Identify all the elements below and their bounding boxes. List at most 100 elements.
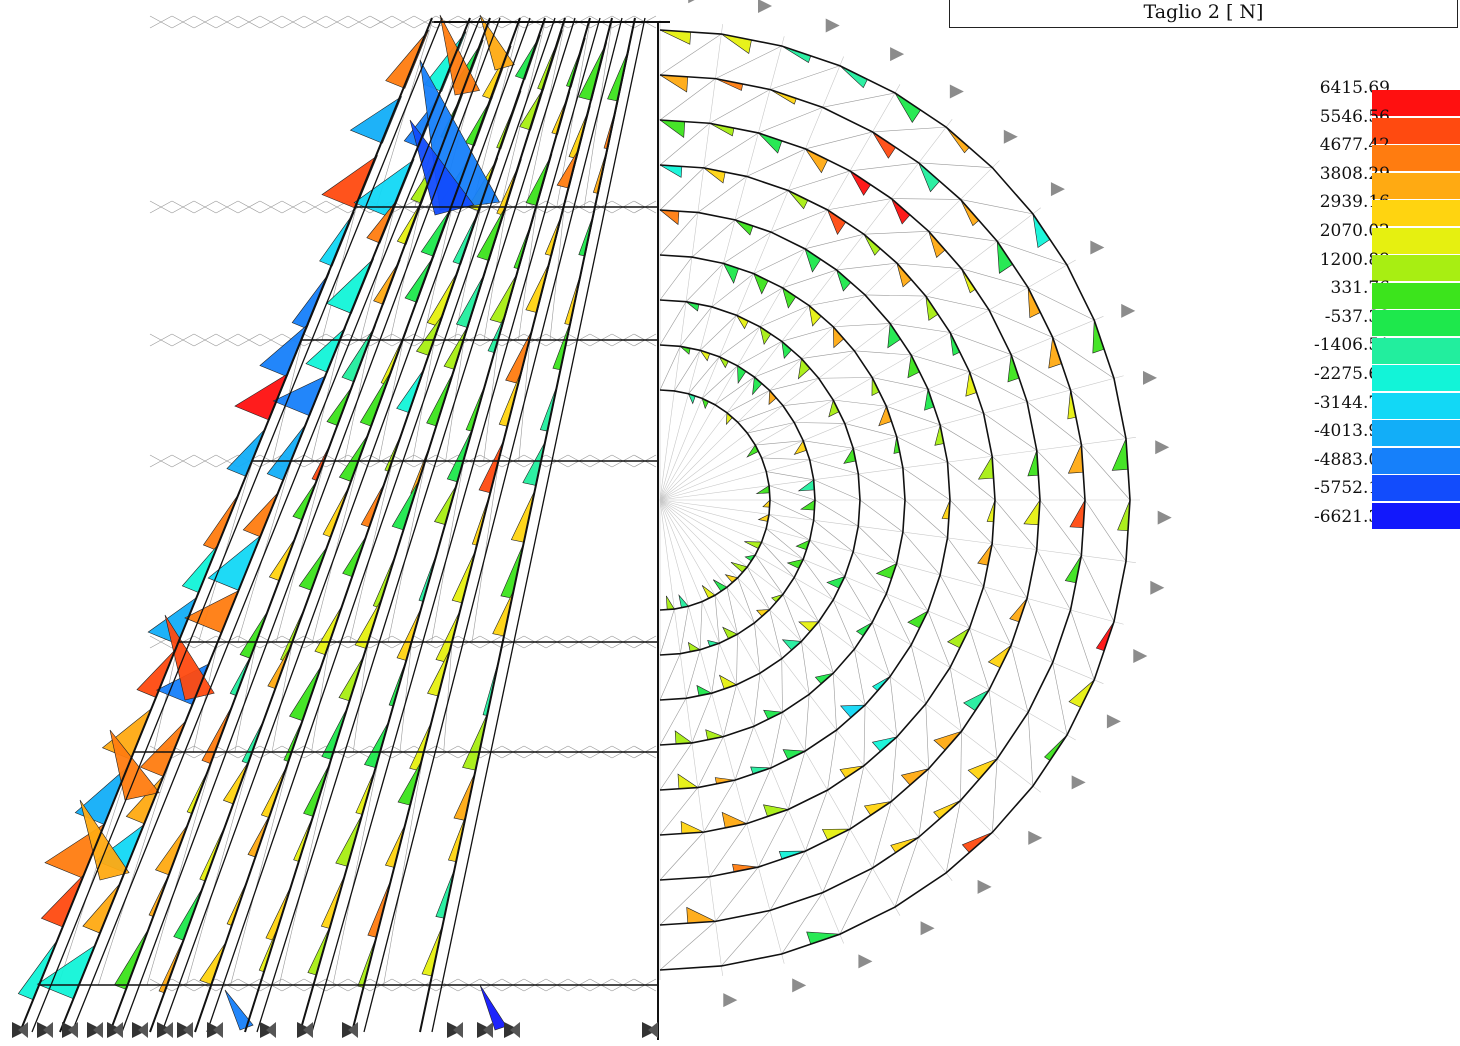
support-icon xyxy=(1028,830,1043,845)
ring-brace xyxy=(766,471,814,481)
ring-brace xyxy=(737,405,784,423)
shear-triangle xyxy=(319,211,355,267)
ring-brace xyxy=(889,676,898,737)
support-icon xyxy=(303,1022,313,1038)
ring-brace xyxy=(844,576,873,623)
ring-brace xyxy=(659,301,687,346)
shear-triangle xyxy=(247,815,270,858)
legend-swatch xyxy=(1372,475,1460,502)
ring-brace xyxy=(714,376,755,405)
ring-brace xyxy=(1026,401,1082,445)
shear-triangle xyxy=(479,984,507,1031)
ring-brace xyxy=(737,341,782,367)
shear-triangle xyxy=(804,248,822,273)
ring-brace xyxy=(734,726,755,781)
ring-brace xyxy=(859,499,904,533)
support-icon xyxy=(138,1022,148,1038)
spoke-line xyxy=(659,437,1136,501)
shear-triangle xyxy=(500,542,525,599)
legend-value: -2275.65 xyxy=(1313,364,1390,384)
bracing-line xyxy=(171,333,195,347)
ring-line xyxy=(659,119,1041,881)
ring-brace xyxy=(659,33,722,76)
ring-brace xyxy=(872,377,928,390)
frame-layer xyxy=(19,17,1131,1040)
spoke-line xyxy=(659,499,953,881)
shear-triangle xyxy=(826,209,847,236)
legend-swatch xyxy=(1372,200,1460,227)
bracing-line xyxy=(149,15,173,29)
shear-triangle xyxy=(265,887,291,941)
ring-brace xyxy=(659,653,681,701)
ring-brace xyxy=(872,126,947,133)
column-line xyxy=(431,17,646,1033)
ring-line xyxy=(659,254,906,746)
ring-brace xyxy=(991,456,1041,501)
ring-brace xyxy=(679,306,712,347)
legend-swatch xyxy=(1372,365,1460,392)
ring-brace xyxy=(787,751,806,810)
panel-diagonal xyxy=(431,460,464,643)
shear-triangle xyxy=(202,492,240,551)
ring-brace xyxy=(827,730,837,791)
ring-brace xyxy=(691,219,736,258)
support-icon xyxy=(1155,440,1170,455)
bracing-line xyxy=(171,454,195,468)
support-icon xyxy=(920,921,935,936)
legend-value: -1406.51 xyxy=(1313,335,1390,356)
ring-brace xyxy=(949,667,962,732)
bracing-line xyxy=(281,15,305,29)
column-line xyxy=(311,17,601,1033)
shear-triangle xyxy=(113,930,148,990)
shear-triangle xyxy=(759,326,772,345)
panel-diagonal xyxy=(387,460,426,643)
ring-brace xyxy=(697,736,724,788)
legend-swatch xyxy=(1372,90,1460,117)
ring-brace xyxy=(902,467,951,501)
support-icon xyxy=(1071,775,1086,790)
ring-brace xyxy=(659,608,675,656)
ring-brace xyxy=(768,514,810,541)
ring-brace xyxy=(983,413,1037,451)
ring-line xyxy=(659,344,816,656)
support-icon xyxy=(890,47,905,62)
ring-brace xyxy=(969,628,990,691)
support-icon xyxy=(183,1022,193,1038)
spoke-line xyxy=(659,499,901,916)
ring-brace xyxy=(719,326,761,358)
ring-brace xyxy=(844,423,897,437)
ring-brace xyxy=(685,649,701,699)
ring-brace xyxy=(997,240,1068,266)
ring-brace xyxy=(988,309,1053,338)
ring-brace xyxy=(715,45,782,79)
spoke-line xyxy=(659,499,785,964)
spoke-line xyxy=(659,36,785,501)
support-icon xyxy=(18,1022,28,1038)
ring-brace xyxy=(894,837,920,908)
shear-triangle xyxy=(659,74,689,93)
shear-triangle xyxy=(900,768,929,786)
ring-brace xyxy=(761,541,795,578)
panel-diagonal xyxy=(383,751,425,986)
shear-triangle xyxy=(453,772,476,821)
shear-triangle xyxy=(977,455,994,480)
ring-brace xyxy=(994,499,1037,550)
ring-brace xyxy=(782,399,834,406)
ring-brace xyxy=(902,531,941,576)
shear-triangle xyxy=(1092,320,1105,354)
legend-swatch xyxy=(1372,337,1460,365)
ring-brace xyxy=(781,892,823,955)
shear-triangle xyxy=(357,938,376,988)
ring-brace xyxy=(1070,389,1127,439)
diagram-title: Taglio 2 [ N] xyxy=(1143,1,1264,23)
legend-value: -5752.18 xyxy=(1313,478,1390,499)
shear-triangle xyxy=(510,489,536,543)
ring-brace xyxy=(858,525,897,564)
bracing-line xyxy=(215,333,239,347)
shear-triangle xyxy=(987,645,1012,669)
support-icon xyxy=(1050,182,1065,197)
shear-triangle xyxy=(891,198,911,225)
shear-triangle xyxy=(366,198,399,244)
ring-brace xyxy=(983,586,1012,646)
shear-triangle xyxy=(1023,498,1041,526)
